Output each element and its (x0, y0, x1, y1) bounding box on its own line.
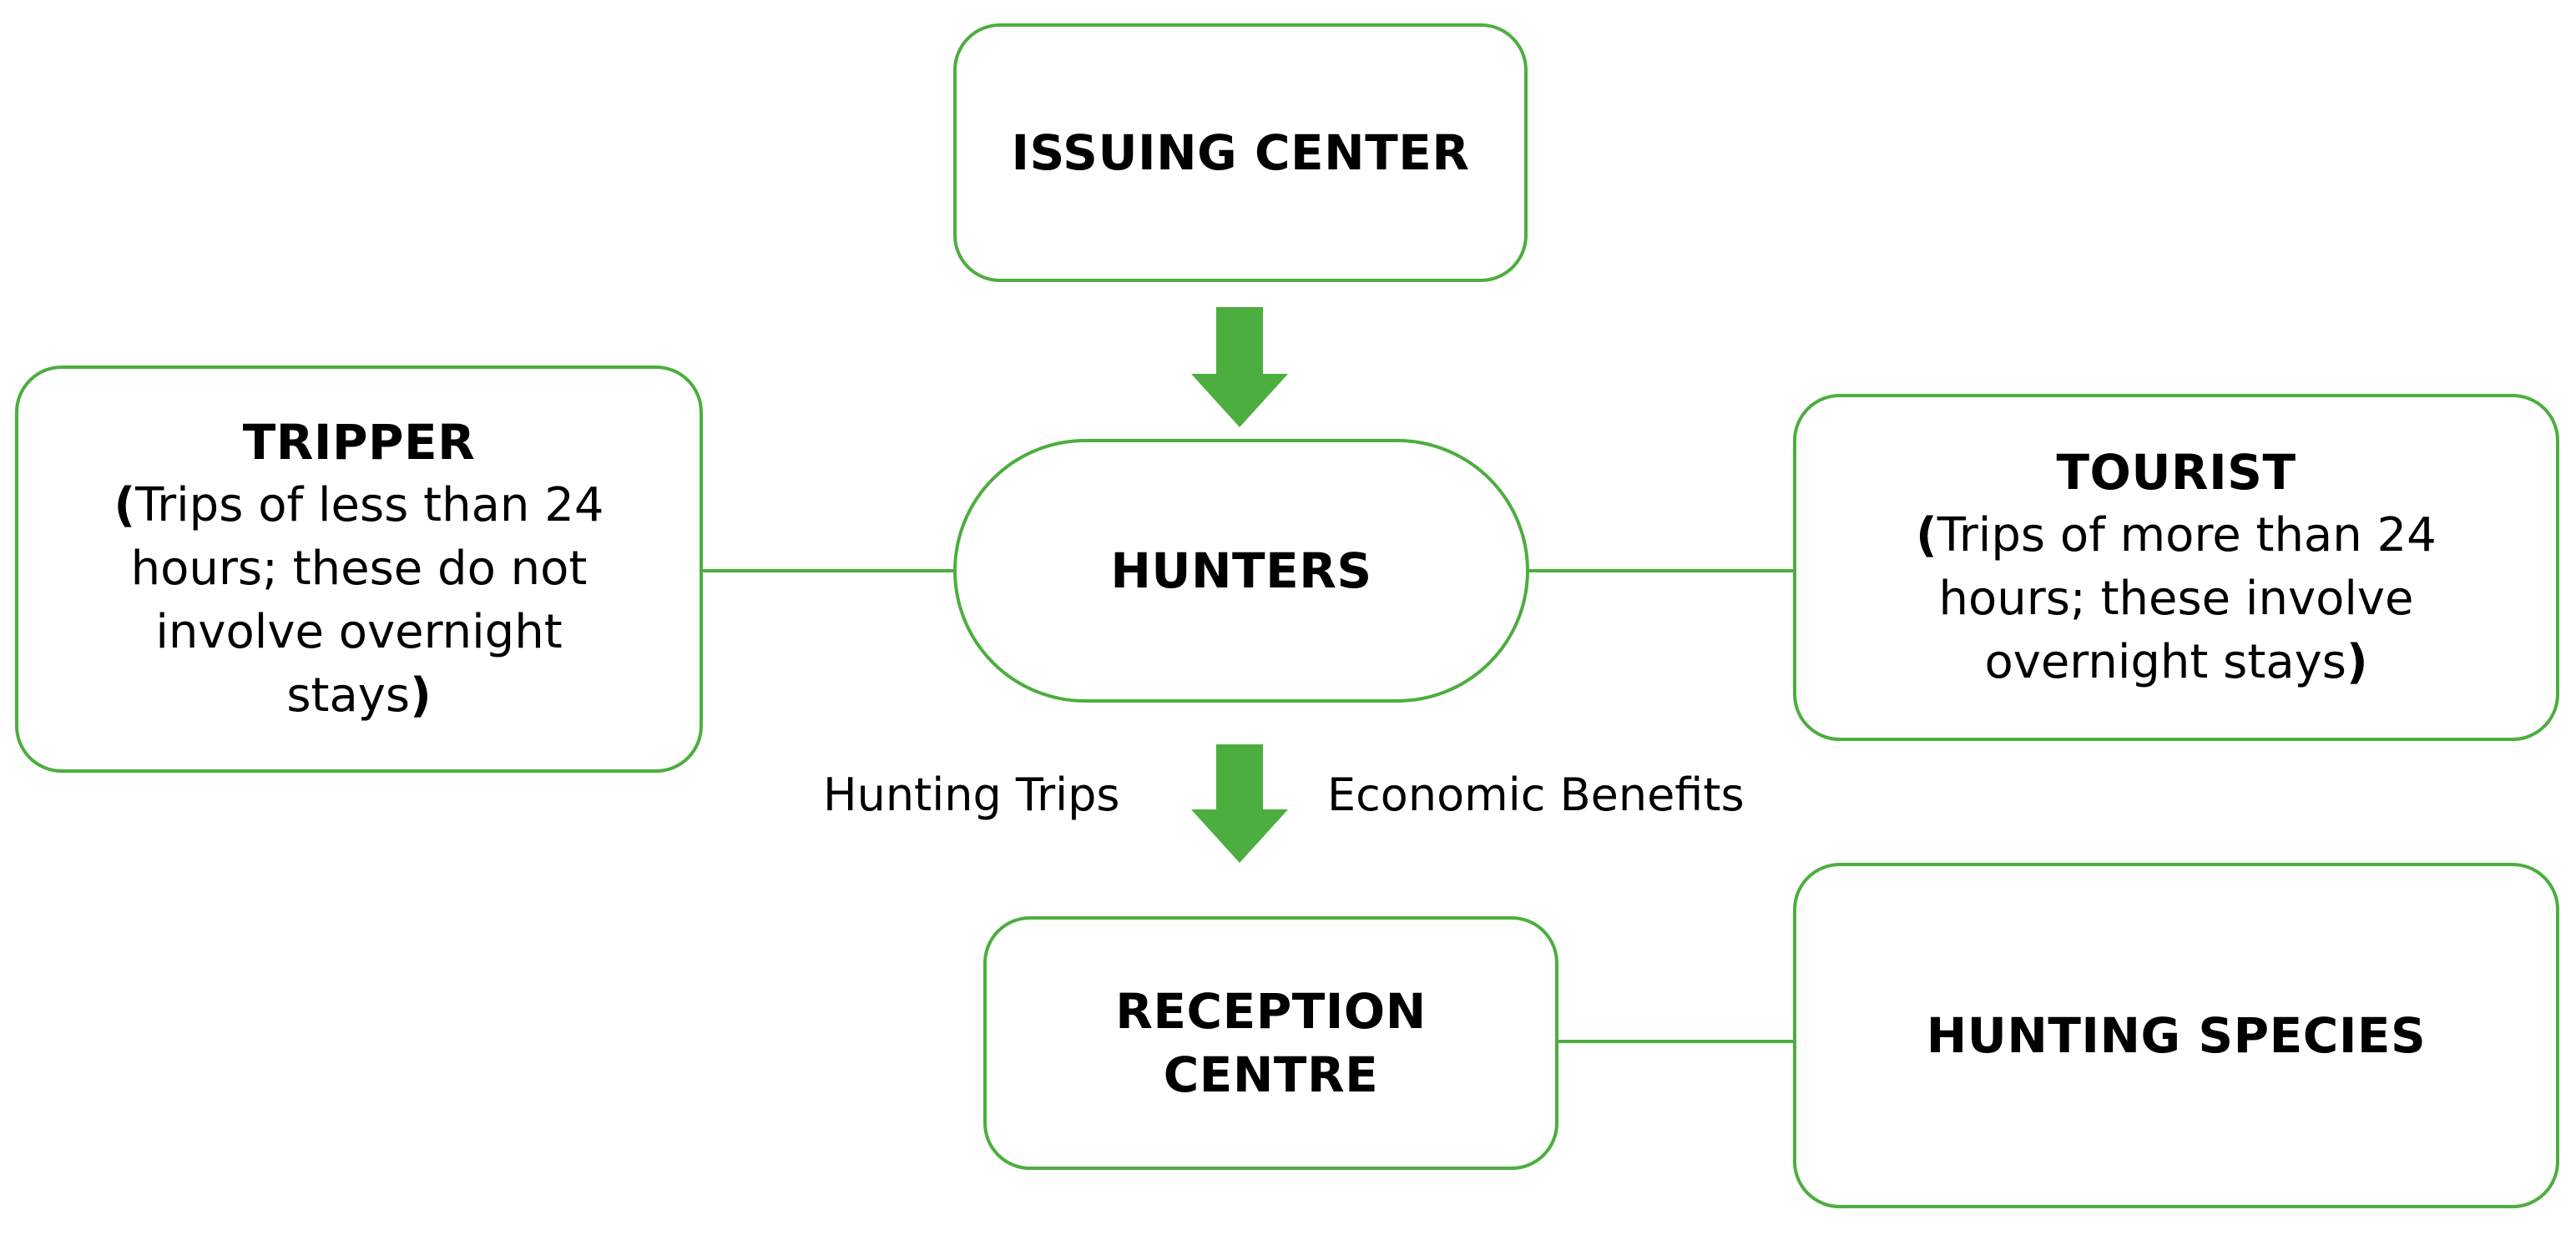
tourist-description: (Trips of more than 24 hours; these invo… (1882, 504, 2470, 694)
tripper-title: TRIPPER (242, 414, 476, 471)
tripper-desc-line-4: stays) (114, 664, 604, 728)
tourist-node: TOURIST (Trips of more than 24 hours; th… (1793, 394, 2559, 741)
tourist-desc-text-1: Trips of more than 24 (1937, 508, 2437, 562)
tripper-desc-text-1: Trips of less than 24 (135, 478, 604, 532)
economic-benefits-label: Economic Benefits (1327, 769, 1745, 821)
tourist-title: TOURIST (2056, 444, 2296, 501)
tourist-open-paren: ( (1916, 508, 1937, 562)
tripper-desc-line-3: involve overnight (155, 605, 563, 659)
hunting-species-title: HUNTING SPECIES (1926, 1007, 2427, 1064)
hunters-title: HUNTERS (1110, 542, 1372, 599)
issuing-center-title: ISSUING CENTER (1011, 124, 1470, 181)
tripper-open-paren: ( (114, 478, 136, 532)
down-arrow-issuing-to-hunters (1191, 307, 1288, 427)
down-arrow-hunters-to-reception (1191, 744, 1288, 863)
tripper-description: (Trips of less than 24 hours; these do n… (81, 474, 638, 728)
tourist-desc-line-3: overnight stays) (1916, 631, 2437, 694)
reception-centre-node: RECEPTION CENTRE (983, 916, 1558, 1170)
tourist-desc-line-1: (Trips of more than 24 (1916, 504, 2437, 567)
tourist-desc-text-3: overnight stays (1984, 635, 2346, 689)
reception-centre-title-line-2: CENTRE (1163, 1046, 1379, 1103)
tripper-desc-line-2: hours; these do not (130, 542, 588, 596)
tripper-node: TRIPPER (Trips of less than 24 hours; th… (15, 365, 703, 773)
tourist-close-paren: ) (2346, 635, 2368, 689)
tourist-desc-line-2: hours; these involve (1938, 572, 2414, 626)
reception-centre-title-line-1: RECEPTION (1115, 983, 1427, 1040)
tripper-close-paren: ) (410, 668, 432, 723)
issuing-center-node: ISSUING CENTER (953, 23, 1528, 282)
tripper-desc-line-1: (Trips of less than 24 (114, 474, 604, 537)
hunting-trips-label: Hunting Trips (823, 769, 1120, 821)
tripper-desc-text-4: stays (286, 668, 411, 723)
hunters-node: HUNTERS (953, 439, 1529, 703)
hunting-species-node: HUNTING SPECIES (1793, 863, 2559, 1208)
